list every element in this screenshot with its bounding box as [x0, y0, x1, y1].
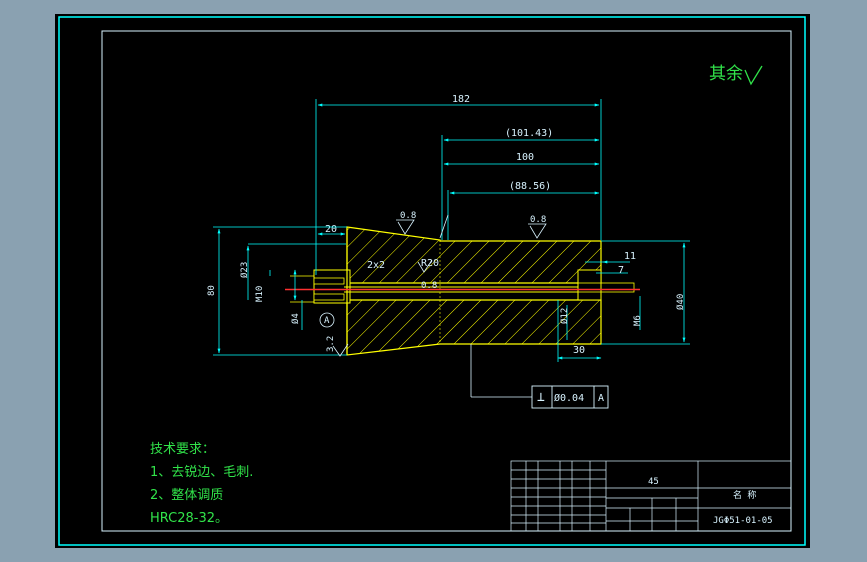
dim-dia-right: Ø40: [675, 294, 686, 310]
tolerance-frame: ⊥ Ø0.04 A: [531, 385, 609, 409]
tolerance-symbol: ⊥: [537, 390, 545, 405]
inner-frame: [101, 30, 792, 532]
roughness-2: 0.8: [530, 215, 546, 225]
dim-dia-23: Ø23: [239, 262, 250, 278]
tech-req-item2: 2、整体调质: [150, 488, 223, 503]
tolerance-datum: A: [598, 393, 604, 404]
part-section: [290, 226, 635, 356]
dim-dia-80: 80: [207, 285, 217, 296]
dim-dia-4: Ø4: [290, 313, 301, 324]
dim-len-100: 100: [516, 152, 534, 163]
dim-len-88: (88.56): [509, 181, 551, 192]
dim-thread-left: M10: [255, 286, 265, 302]
technical-requirements: 技术要求： 1、去锐边、毛刺. 2、整体调质 HRC28-32。: [150, 442, 253, 526]
dim-overall-length: 182: [452, 94, 470, 105]
tech-req-item1: 1、去锐边、毛刺.: [150, 465, 253, 480]
outer-frame: [58, 16, 806, 546]
vertical-dimensions: [213, 226, 690, 356]
dim-chamfer: 2x2: [367, 260, 385, 271]
datum-circle: [319, 312, 335, 328]
roughness-1: 0.8: [400, 211, 416, 221]
tech-req-item3: HRC28-32。: [150, 511, 228, 526]
dim-len-30: 30: [573, 345, 585, 356]
dim-thread-right: M6: [633, 315, 643, 326]
tech-req-title: 技术要求：: [150, 442, 215, 457]
dim-len-11: 11: [624, 251, 636, 262]
roughness-note-text: 其余: [709, 64, 743, 84]
tolerance-value: Ø0.04: [554, 392, 584, 404]
tolerance-leader: [470, 344, 532, 398]
datum-circle-label: A: [324, 316, 330, 326]
roughness-note: 其余: [709, 64, 763, 86]
dim-len-left: 20: [325, 224, 337, 235]
dim-len-101: (101.43): [505, 128, 553, 139]
roughness-symbols: [332, 214, 547, 357]
title-block: [510, 460, 792, 532]
roughness-4: 3.2: [326, 336, 336, 352]
dim-dia-12: Ø12: [559, 308, 570, 324]
title-block-drawing-no: JGΦ51-01-05: [713, 516, 773, 526]
title-block-part-name: 名 称: [733, 489, 756, 501]
roughness-3: 0.8: [421, 281, 437, 291]
dim-len-7: 7: [618, 265, 624, 276]
title-block-material: 45: [648, 477, 659, 487]
